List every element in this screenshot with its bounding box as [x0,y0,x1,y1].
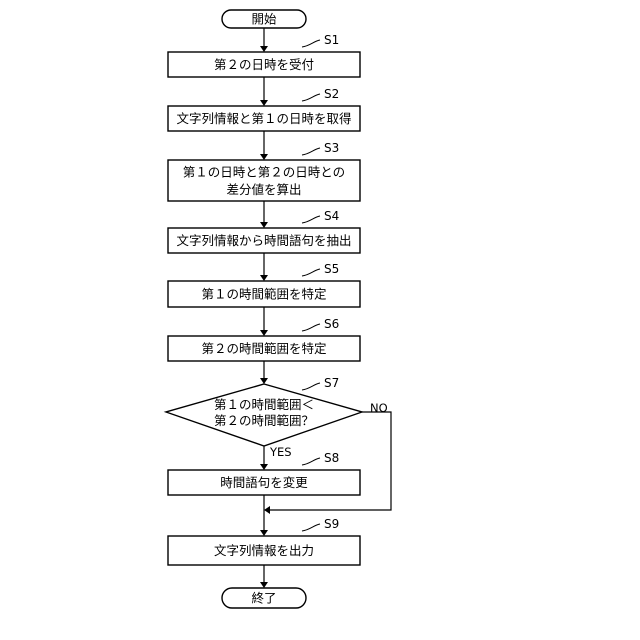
step-s9-tag: S9 [324,517,339,531]
step-s9-leader [302,524,320,531]
end-label: 終了 [251,591,276,606]
step-s1-leader [302,40,320,47]
step-s7-decision: 第１の時間範囲＜ 第２の時間範囲？ S7 YES NO [166,376,388,459]
arrowhead-into-s3 [260,154,268,160]
arrowhead-into-s4 [260,222,268,228]
arrowhead-into-s9 [260,530,268,536]
step-s4-leader [302,216,320,223]
step-s4-text: 文字列情報から時間語句を抽出 [176,233,351,248]
step-s2-tag: S2 [324,87,339,101]
step-s9-text: 文字列情報を出力 [214,543,314,558]
start-terminal: 開始 [222,10,306,28]
step-s8-text: 時間語句を変更 [220,475,308,490]
arrowhead-into-s2 [260,100,268,106]
arrowhead-into-s1 [260,46,268,52]
step-s7-leader [302,383,320,390]
start-label: 開始 [251,12,277,27]
step-s1-tag: S1 [324,33,339,47]
step-s4-tag: S4 [324,209,339,223]
step-s5-text: 第１の時間範囲を特定 [201,287,326,302]
step-s5-tag: S5 [324,262,339,276]
step-s2-text: 文字列情報と第１の日時を取得 [176,111,351,126]
step-s7-text-line1: 第１の時間範囲＜ [214,397,314,412]
step-s6-leader [302,324,320,331]
step-s1-text: 第２の日時を受付 [214,57,314,72]
arrowhead-into-s7 [260,378,268,384]
branch-yes-label: YES [269,445,292,459]
end-terminal: 終了 [222,588,306,608]
step-s7-text-line2: 第２の時間範囲？ [214,413,314,428]
branch-no-label: NO [370,401,388,415]
step-s6-tag: S6 [324,317,339,331]
arrowhead-into-s8 [260,464,268,470]
step-s5-leader [302,269,320,276]
arrowhead-into-end [260,582,268,588]
step-s8-leader [302,458,320,465]
arrowhead-into-s6 [260,330,268,336]
step-s3-tag: S3 [324,141,339,155]
step-s6-text: 第２の時間範囲を特定 [201,341,326,356]
step-s7-tag: S7 [324,376,339,390]
step-s3-text-line2: 差分値を算出 [226,182,301,197]
arrowhead-no-merge [264,506,270,514]
step-s8-tag: S8 [324,451,339,465]
step-s3-leader [302,148,320,155]
step-s3-text-line1: 第１の日時と第２の日時との [183,165,345,180]
arrowhead-into-s5 [260,275,268,281]
step-s2-leader [302,94,320,101]
